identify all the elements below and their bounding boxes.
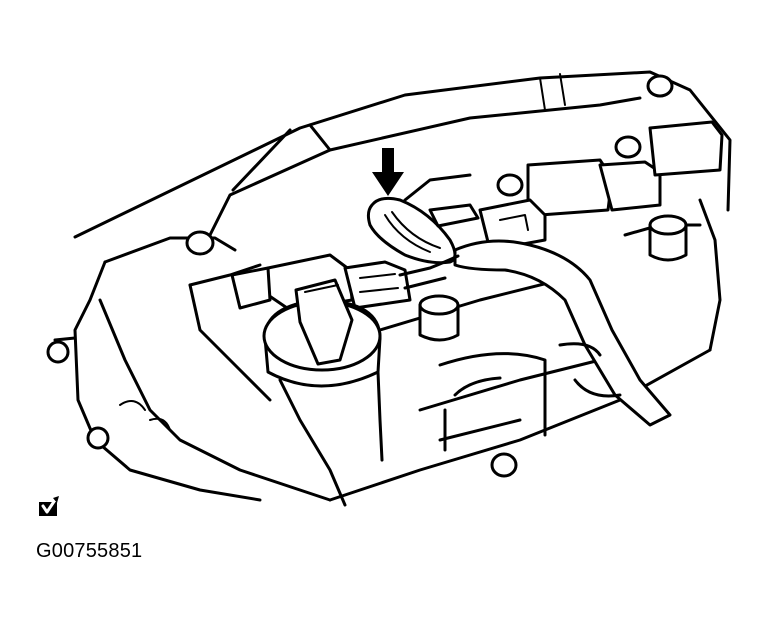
oil-filler-cap [262,278,384,507]
cover-bolts [46,74,688,478]
highlighted-component [366,196,480,265]
wire-harness [398,239,672,452]
engine-diagram-icon [39,496,59,516]
figure-reference-code: G00755851 [36,540,143,562]
cylinder-head-cover [53,70,732,502]
ignition-coils [230,120,724,312]
pointer-arrow [372,148,404,196]
